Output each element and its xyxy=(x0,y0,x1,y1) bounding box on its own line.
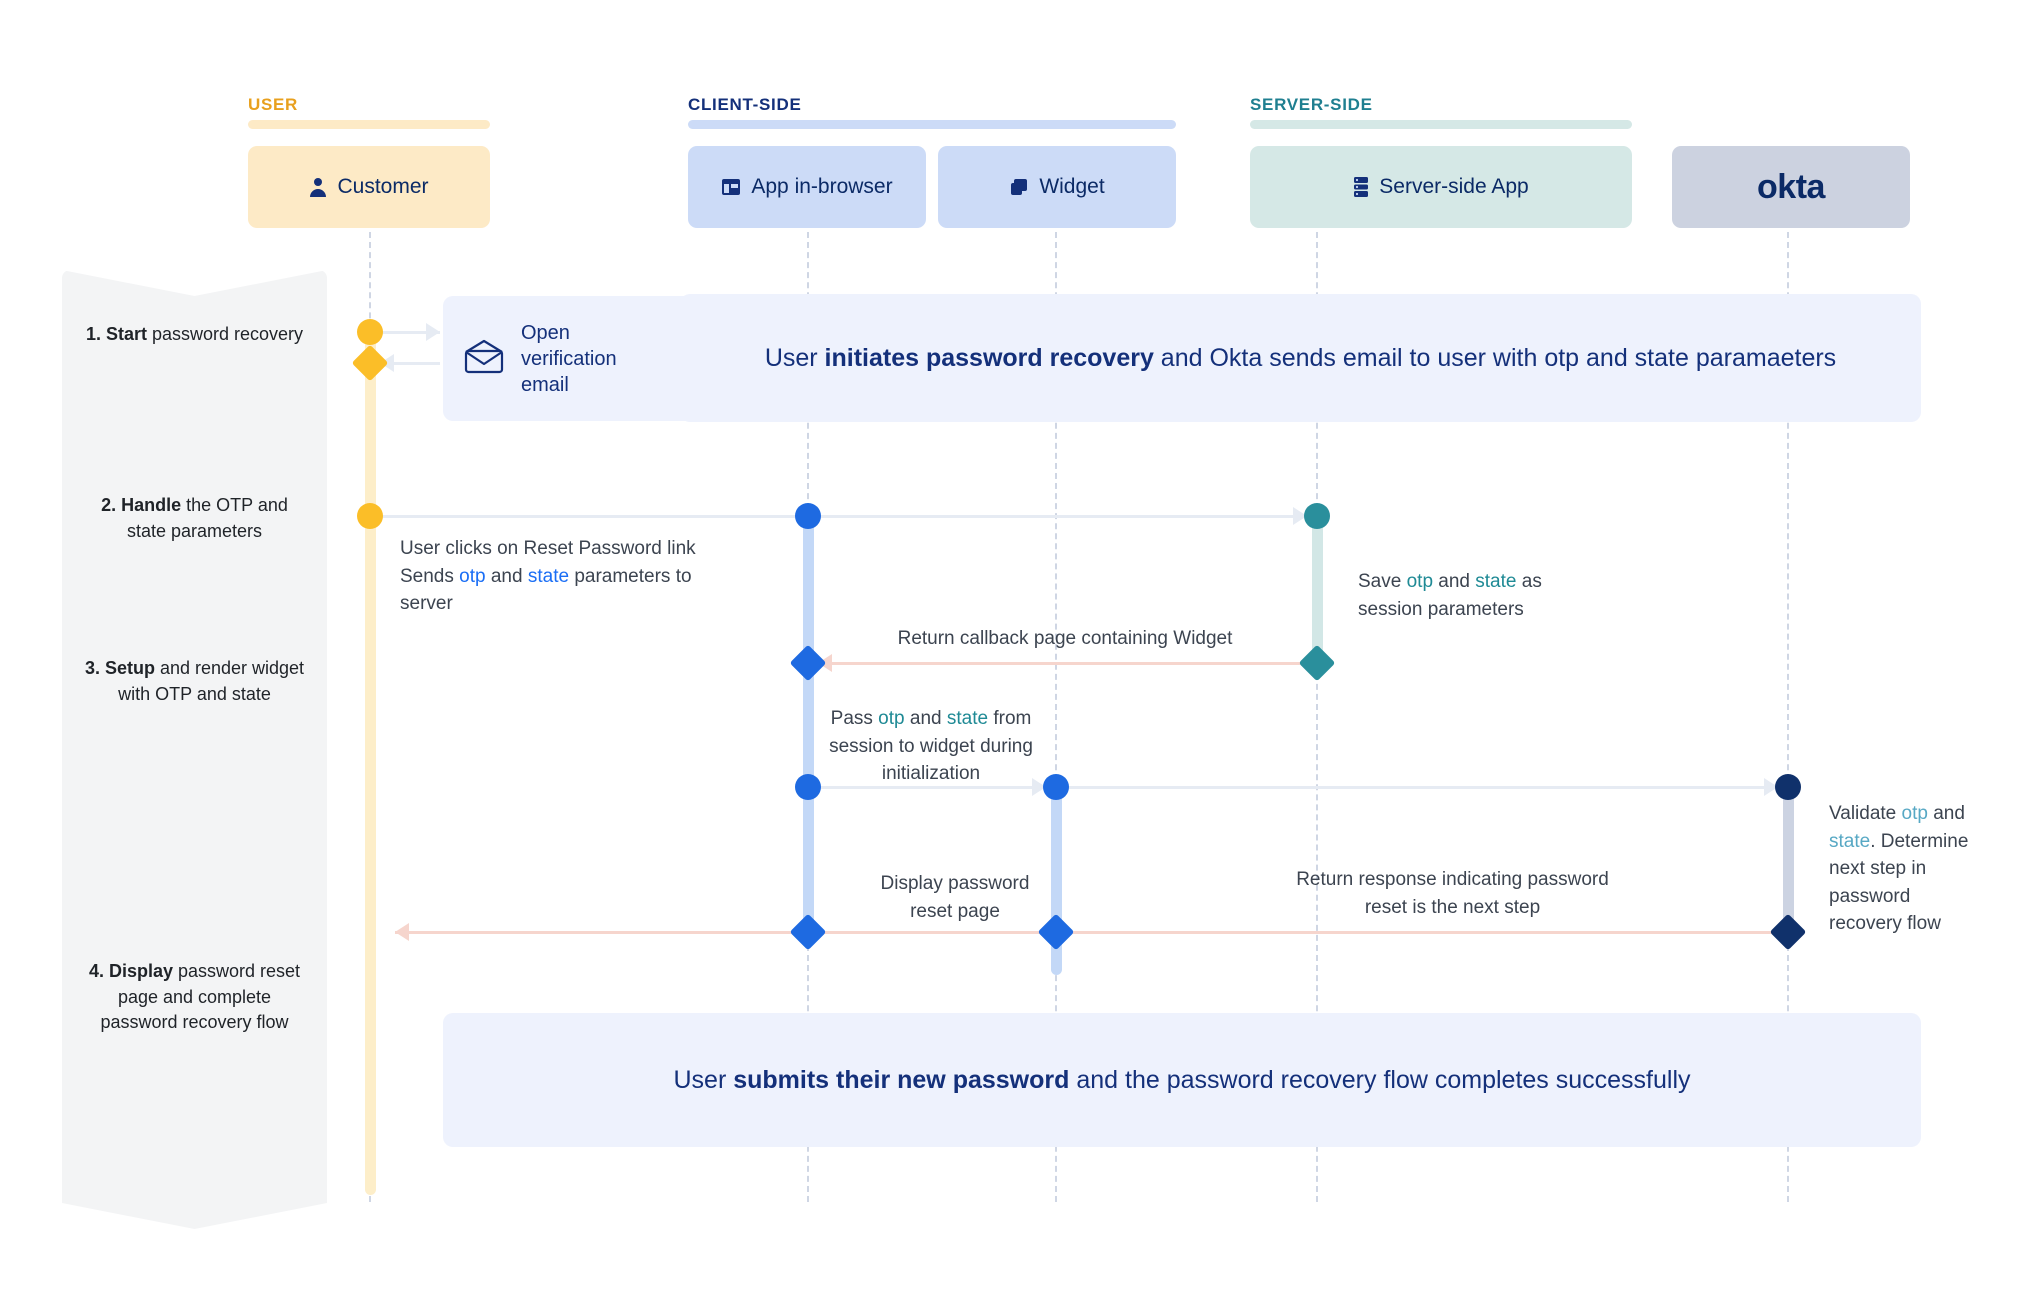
actor-node-app[interactable]: App in-browser xyxy=(688,146,926,228)
browser-window-icon xyxy=(721,177,741,197)
widget-card-icon xyxy=(1009,177,1029,197)
group-bar-user xyxy=(248,120,490,129)
group-bar-client-side xyxy=(688,120,1176,129)
banner-text-2: User submits their new password and the … xyxy=(673,1065,1691,1094)
step-block-4: 4. Display password reset page and compl… xyxy=(62,899,327,1229)
step-label-4: 4. Display password reset page and compl… xyxy=(88,961,301,1033)
actor-label-server: Server-side App xyxy=(1379,175,1529,198)
lifeline-dash-server xyxy=(1316,232,1320,1202)
marker-app-display xyxy=(789,913,827,951)
lifeline-bar-widget xyxy=(1050,775,1062,975)
arrow-click-reset-head xyxy=(1293,507,1307,525)
lifeline-dash-okta xyxy=(1787,232,1791,1202)
arrow-return-response xyxy=(395,930,1778,934)
marker-customer-click xyxy=(357,503,383,529)
lifeline-bar-server xyxy=(1311,512,1323,662)
group-label-server-side: SERVER-SIDE xyxy=(1250,95,1373,114)
open-envelope-icon xyxy=(463,338,505,379)
marker-app-callback xyxy=(789,644,827,682)
actor-label-app: App in-browser xyxy=(751,175,893,198)
actor-label-widget: Widget xyxy=(1039,175,1105,198)
group-bar-server-side xyxy=(1250,120,1632,129)
arrow-to-okta xyxy=(1066,785,1778,789)
marker-okta-validate xyxy=(1775,774,1801,800)
marker-server-receive xyxy=(1304,503,1330,529)
marker-customer-email xyxy=(351,344,389,382)
okta-logo: okta xyxy=(1757,167,1825,206)
arrow-return-response-head xyxy=(395,923,409,941)
step-block-1: 1. Start password recovery xyxy=(62,270,327,487)
marker-customer-start xyxy=(357,319,383,345)
marker-okta-response xyxy=(1769,913,1807,951)
arrow-to-okta-head xyxy=(1764,778,1778,796)
banner-2: User submits their new password and the … xyxy=(443,1013,1921,1147)
step-label-2: 2. Handle the OTP and state parameters xyxy=(101,495,288,541)
step-label-1: 1. Start password recovery xyxy=(85,324,304,344)
lifeline-dash-widget xyxy=(1055,232,1059,1202)
group-label-client-side: CLIENT-SIDE xyxy=(688,95,802,114)
arrow-open-email-head xyxy=(426,323,440,341)
arrow-email-back xyxy=(380,361,440,365)
marker-server-callback xyxy=(1298,644,1336,682)
actor-label-customer: Customer xyxy=(337,175,429,198)
message-return-callback: Return callback page containing Widget xyxy=(897,628,1233,649)
banner-text-1: User initiates password recovery and Okt… xyxy=(764,343,1837,372)
step-label-3: 3. Setup and render widget with OTP and … xyxy=(84,658,305,704)
actor-node-customer[interactable]: Customer xyxy=(248,146,490,228)
lifeline-bar-app xyxy=(802,512,814,932)
actor-node-okta[interactable]: okta xyxy=(1672,146,1910,228)
person-icon xyxy=(309,177,327,197)
arrow-pass-otp xyxy=(818,785,1046,789)
step-block-3: 3. Setup and render widget with OTP and … xyxy=(62,601,327,946)
group-label-user: USER xyxy=(248,95,299,114)
arrow-open-email xyxy=(380,330,440,334)
marker-widget-init xyxy=(1043,774,1069,800)
server-rack-icon xyxy=(1353,176,1369,198)
actor-node-server[interactable]: Server-side App xyxy=(1250,146,1632,228)
actor-node-widget[interactable]: Widget xyxy=(938,146,1176,228)
marker-app-pass xyxy=(795,774,821,800)
arrow-pass-otp-head xyxy=(1032,778,1046,796)
arrow-return-callback xyxy=(818,661,1307,665)
lifeline-bar-okta xyxy=(1782,775,1794,935)
banner-1: User initiates password recovery and Okt… xyxy=(680,294,1921,422)
marker-app-receive xyxy=(795,503,821,529)
arrow-click-reset xyxy=(380,514,1307,518)
lifeline-bar-customer xyxy=(364,320,376,1195)
